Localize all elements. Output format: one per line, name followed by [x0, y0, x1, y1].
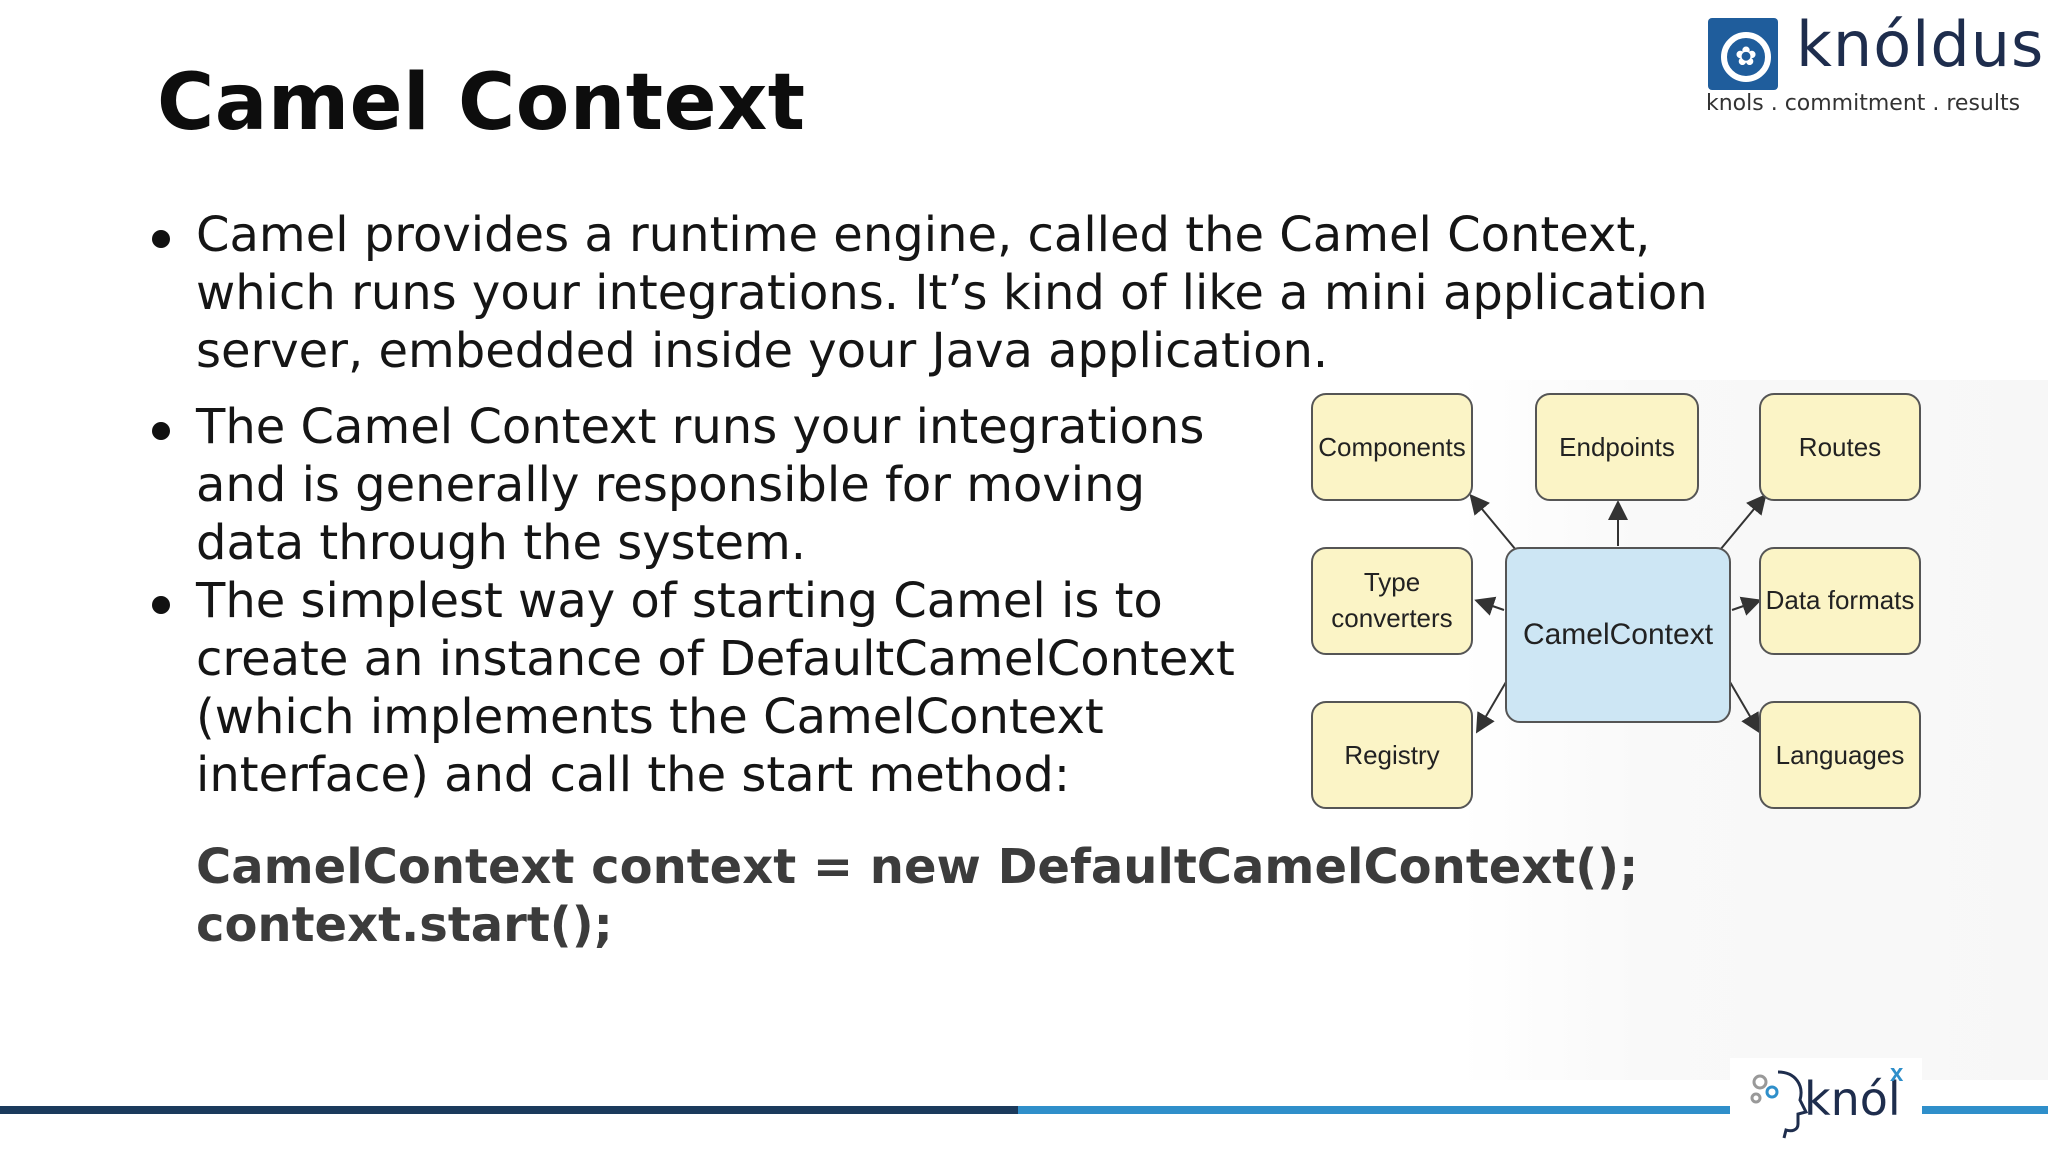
- node-camelcontext-label: CamelContext: [1523, 618, 1714, 651]
- knoldus-logo: ✿ knóldus knols . commitment . results: [1706, 8, 2043, 126]
- bullet-text: The Camel Context runs your integrations…: [196, 399, 1205, 571]
- bullet-dot-icon: [152, 230, 170, 248]
- footer-bar: [0, 1106, 2048, 1114]
- head-gears-icon: [1750, 1070, 1808, 1139]
- code-snippet: CamelContext context = new DefaultCamelC…: [196, 838, 1638, 954]
- code-line-2: context.start();: [196, 897, 613, 953]
- bullet-item: Camel provides a runtime engine, called …: [148, 206, 1736, 380]
- footer-bar-light: [1018, 1106, 2048, 1114]
- node-registry-label: Registry: [1344, 740, 1439, 770]
- node-endpoints: Endpoints: [1535, 393, 1699, 501]
- node-components-label: Components: [1318, 432, 1465, 462]
- camel-context-diagram: Components Endpoints Routes Type convert…: [1296, 380, 1936, 820]
- node-type-converters: Type converters: [1311, 547, 1473, 655]
- node-registry: Registry: [1311, 701, 1473, 809]
- bullet-dot-icon: [152, 422, 170, 440]
- bullet-dot-icon: [152, 596, 170, 614]
- knolx-superscript: x: [1890, 1060, 1904, 1087]
- node-type-converters-label-1: Type: [1364, 567, 1420, 597]
- bullet-item: The Camel Context runs your integrations…: [148, 398, 1256, 572]
- node-languages-label: Languages: [1776, 740, 1905, 770]
- knoldus-logo-icon: ✿: [1708, 18, 1778, 90]
- bullet-list: Camel provides a runtime engine, called …: [148, 206, 1708, 804]
- bullet-text: Camel provides a runtime engine, called …: [196, 207, 1708, 379]
- node-routes-label: Routes: [1799, 432, 1881, 462]
- knolx-wordmark: knól: [1804, 1072, 1901, 1126]
- bullet-text: The simplest way of starting Camel is to…: [196, 573, 1235, 803]
- node-endpoints-label: Endpoints: [1559, 432, 1675, 462]
- knolx-logo: knól x: [1730, 1058, 1922, 1148]
- node-data-formats: Data formats: [1759, 547, 1921, 655]
- node-components: Components: [1311, 393, 1473, 501]
- bullet-item: The simplest way of starting Camel is to…: [148, 572, 1276, 804]
- logo-wordmark: knóldus: [1796, 8, 2045, 81]
- node-data-formats-label: Data formats: [1766, 585, 1915, 615]
- node-camelcontext: CamelContext: [1505, 547, 1731, 723]
- code-line-1: CamelContext context = new DefaultCamelC…: [196, 839, 1639, 895]
- slide-title: Camel Context: [157, 58, 806, 148]
- logo-tagline: knols . commitment . results: [1706, 91, 2021, 116]
- node-languages: Languages: [1759, 701, 1921, 809]
- node-type-converters-label-2: converters: [1331, 603, 1452, 633]
- node-routes: Routes: [1759, 393, 1921, 501]
- footer-bar-dark: [0, 1106, 1018, 1114]
